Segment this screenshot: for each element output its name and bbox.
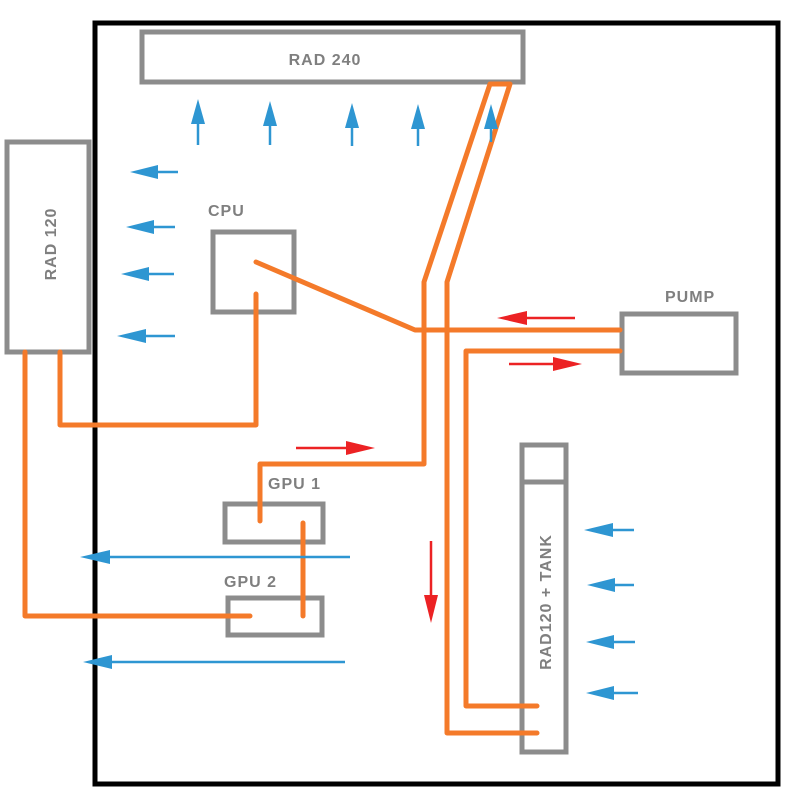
tube-pump-to-tank	[463, 348, 623, 709]
flow-arrow-down	[424, 541, 438, 623]
tube-rad120-to-gpu2	[22, 349, 253, 619]
flow-arrow-right	[509, 357, 582, 371]
rad120-box	[4, 139, 92, 355]
gpu1-label: GPU 1	[268, 476, 321, 493]
rad120-label: RAD 120	[43, 208, 60, 281]
rad240-box	[139, 29, 526, 85]
gpu1: GPU 1	[222, 476, 326, 545]
airflow-arrow-left	[126, 220, 175, 234]
tube-cpu-to-rad120	[57, 291, 259, 428]
pc-case-outline	[92, 20, 781, 787]
coolant-flow-arrows	[296, 311, 582, 623]
airflow-arrow-left	[584, 523, 634, 537]
airflow-arrow-up	[263, 101, 277, 145]
airflow-arrow-left	[586, 635, 635, 649]
airflow-arrow-left	[117, 329, 175, 343]
flow-arrow-right	[296, 441, 375, 455]
gpu2: GPU 2	[224, 574, 325, 638]
airflow-arrow-left-long	[83, 655, 345, 669]
airflow-arrow-left	[586, 686, 638, 700]
airflow-arrow-up	[411, 104, 425, 146]
flow-arrow-left	[497, 311, 575, 325]
airflow-arrow-up	[191, 99, 205, 145]
pump-label: PUMP	[665, 289, 715, 306]
cpu-label: CPU	[208, 203, 245, 220]
rad240: RAD 240	[139, 29, 526, 85]
rad120-tank: RAD120 + TANK	[519, 442, 569, 755]
pump-box	[619, 311, 739, 376]
airflow-arrows	[80, 99, 638, 700]
tubing	[22, 81, 623, 736]
gpu2-label: GPU 2	[224, 574, 277, 591]
airflow-arrow-left	[130, 165, 178, 179]
gpu1-box	[222, 501, 326, 545]
airflow-arrow-left	[121, 267, 174, 281]
pump: PUMP	[619, 289, 739, 376]
tube-gpu1-to-rad240-to-tank	[257, 81, 540, 736]
airflow-arrow-up	[345, 103, 359, 146]
airflow-arrow-left-long	[80, 550, 350, 564]
rad120-tank-label: RAD120 + TANK	[538, 534, 555, 670]
rad120-tank-box	[519, 442, 569, 755]
cpu: CPU	[208, 203, 297, 315]
rad120: RAD 120	[4, 139, 92, 355]
airflow-arrow-up	[484, 104, 498, 142]
rad240-label: RAD 240	[289, 52, 362, 69]
tube-cpu-to-pump	[253, 259, 623, 333]
airflow-arrow-left	[587, 578, 634, 592]
